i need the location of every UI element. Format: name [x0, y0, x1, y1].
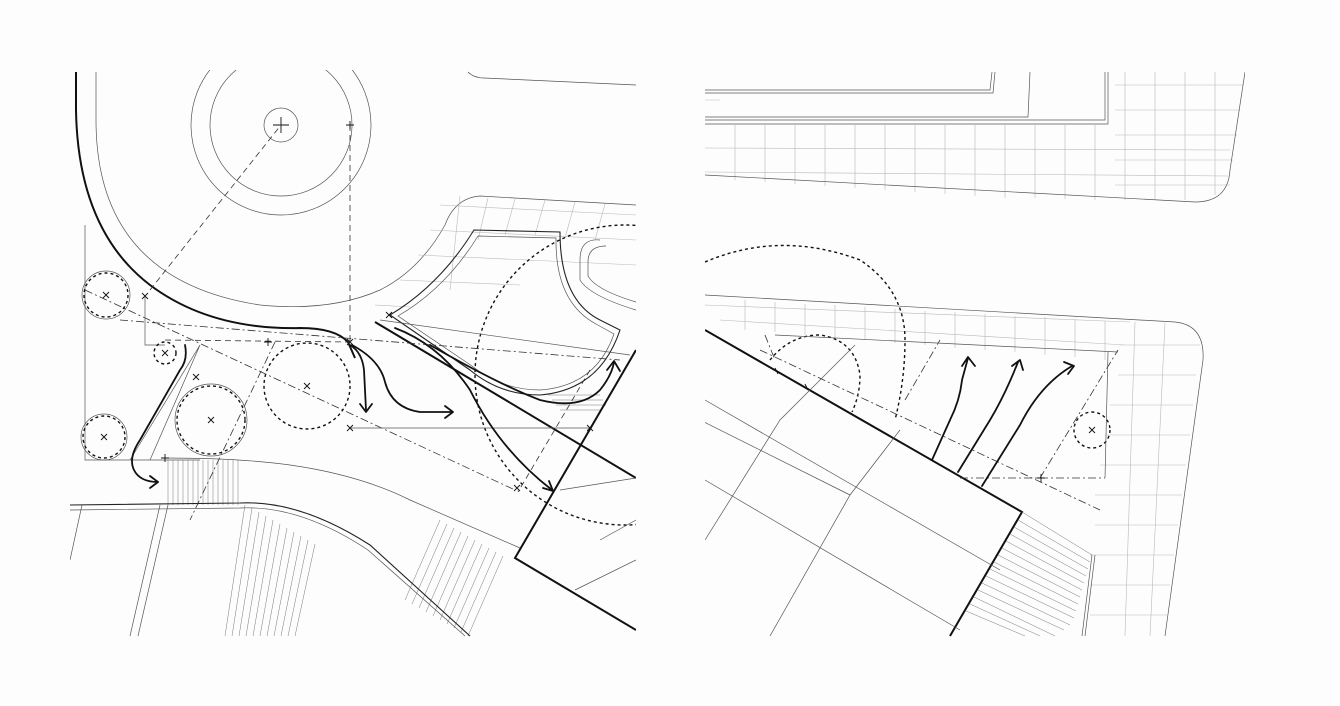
construction-line-r5	[764, 334, 776, 361]
construction-line-4	[84, 289, 516, 491]
building-edge-top	[467, 71, 636, 86]
tree-symbols	[80, 270, 351, 461]
building-line-right	[705, 329, 1024, 637]
circulation-arrow-3	[351, 344, 453, 413]
circular-feature	[190, 70, 372, 216]
steps-hatch-2	[224, 504, 316, 637]
building-edge-right	[579, 239, 636, 311]
lawn-edge	[164, 457, 521, 549]
circulation-arrow-2	[349, 344, 367, 411]
circulation-arrow-5	[429, 344, 615, 405]
construction-line-5	[119, 319, 621, 361]
dotted-tree-canopy-large	[474, 224, 636, 526]
plaza-outer-edge	[95, 72, 636, 308]
circulation-arrow-r3	[981, 365, 1073, 487]
building-grid-lines	[705, 344, 1001, 637]
circulation-arrow-r1	[931, 357, 969, 461]
steps-hatch-right	[965, 511, 1096, 637]
steps-hatch-1	[167, 460, 239, 505]
right-plan-panel	[705, 71, 1245, 637]
planter-bed	[388, 229, 621, 396]
building-line-upper	[374, 321, 636, 479]
tree-symbol-right	[1073, 411, 1111, 449]
circulation-arrow-1	[131, 344, 187, 483]
steps-hatch-4	[548, 394, 606, 411]
dotted-tree-canopy-small	[769, 334, 861, 413]
construction-line-3	[164, 339, 351, 343]
dotted-tree-canopy	[705, 244, 906, 421]
survey-marks	[100, 121, 594, 492]
outline-right	[774, 334, 1119, 479]
building-outline-top	[705, 71, 1109, 125]
construction-line-1	[149, 124, 282, 291]
circulation-arrow-r2	[957, 361, 1019, 473]
plaza-edge-top-right	[705, 71, 1245, 203]
building-line-lower	[513, 349, 636, 631]
plaza-edge-right	[705, 294, 1204, 637]
steps-hatch-3	[404, 519, 504, 637]
construction-line-6	[189, 341, 276, 521]
circulation-arrow-4	[394, 327, 553, 491]
paving-grid-top-right	[705, 72, 1243, 200]
construction-line-r3	[1039, 349, 1119, 479]
left-plan-panel	[70, 70, 636, 637]
construction-line-r2	[904, 339, 941, 401]
walkway-edge	[70, 502, 471, 637]
construction-line-7	[517, 369, 591, 493]
paving-grid-lower-right	[705, 300, 1200, 637]
construction-line-r1	[759, 349, 1101, 511]
main-path-edge	[75, 72, 356, 359]
paving-grid-top	[374, 195, 636, 308]
